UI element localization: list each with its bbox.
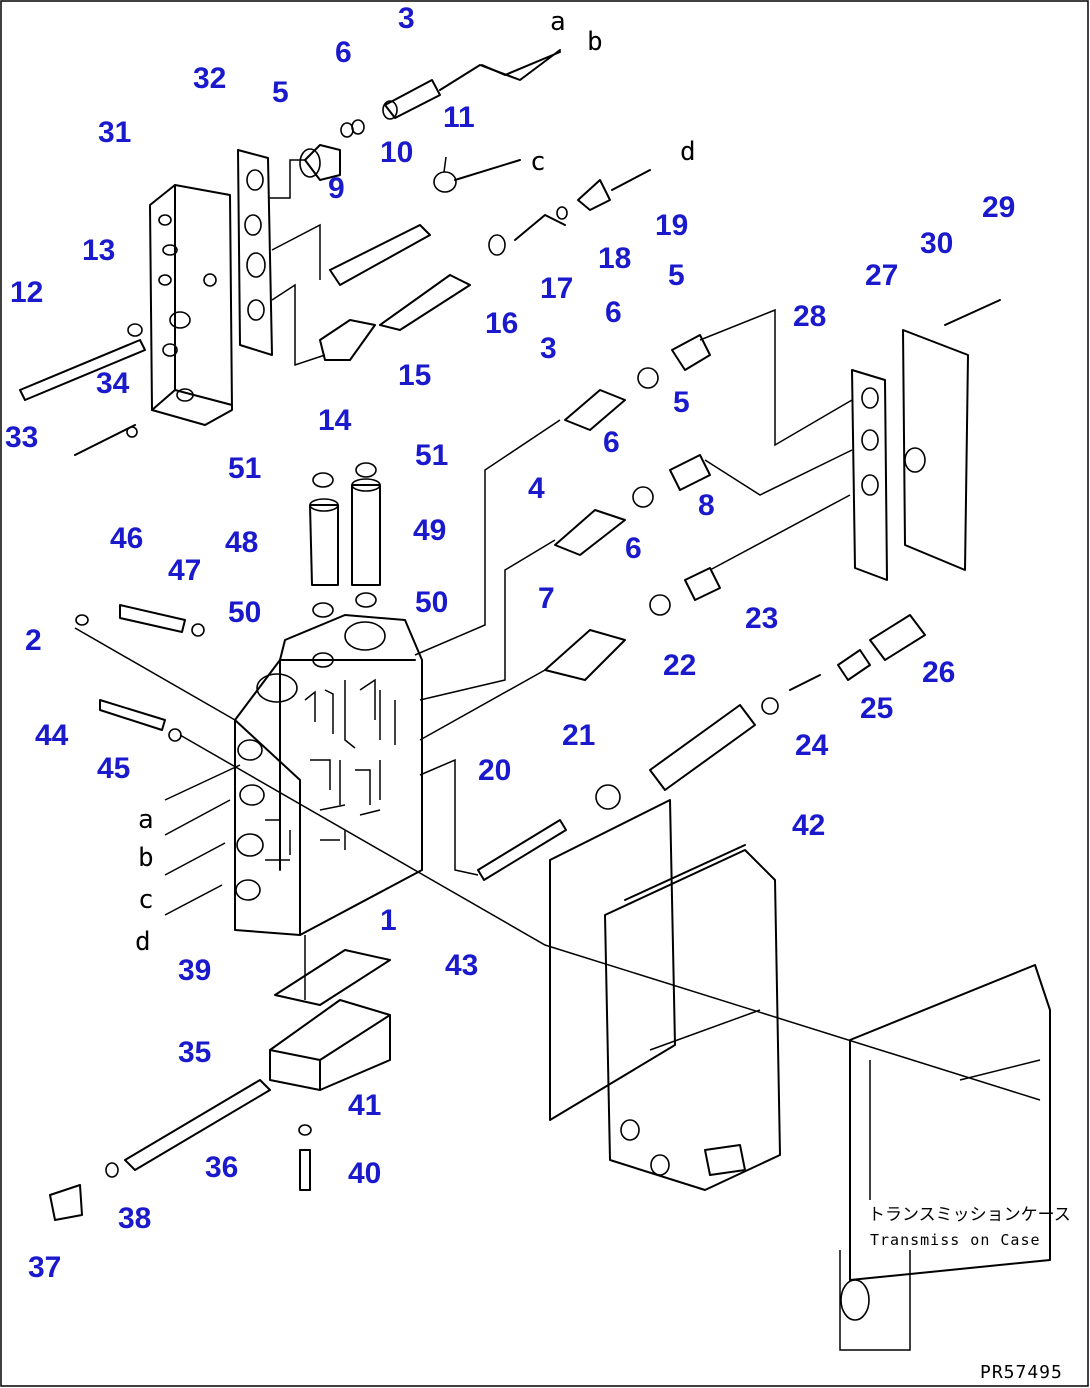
callout-11: 11 [443,101,475,134]
callout-21: 21 [562,719,595,752]
callout-46: 46 [110,522,143,555]
callout-13: 13 [82,234,115,267]
callout-48: 48 [225,526,258,559]
callout-2: 2 [25,624,42,657]
callout-5c: 5 [673,386,690,419]
callout-8: 8 [698,489,715,522]
callout-39: 39 [178,954,211,987]
callout-42: 42 [792,809,825,842]
callout-50b: 50 [415,586,448,619]
case-label-japanese: トランスミッションケース [868,1205,1071,1225]
port-label-left-b: b [138,843,154,873]
callout-24: 24 [795,729,829,762]
callout-6a: 6 [335,36,352,69]
callout-3a: 3 [398,2,415,35]
callout-23: 23 [745,602,778,635]
callout-47: 47 [168,554,201,587]
gasket-32 [237,149,273,356]
spool-group-lower [477,614,926,881]
callout-40: 40 [348,1157,381,1190]
plates-42-43 [549,799,781,1191]
port-label-top-b: b [587,27,603,57]
end-cover [149,184,233,426]
callout-6c: 6 [603,426,620,459]
callout-17: 17 [540,272,573,305]
callout-45: 45 [97,752,130,785]
callout-49: 49 [413,514,446,547]
port-label-top-d: d [680,137,696,167]
transmission-case [839,964,1051,1351]
callout-12: 12 [10,276,43,309]
callout-6d: 6 [625,532,642,565]
callout-35: 35 [178,1036,211,1069]
callout-7: 7 [538,582,555,615]
callout-14: 14 [318,404,352,437]
callout-3b: 3 [540,332,557,365]
callout-4: 4 [528,472,545,505]
callout-30: 30 [920,227,953,260]
callout-20: 20 [478,754,511,787]
callout-19: 19 [655,209,688,242]
lower-block [49,935,391,1221]
callout-44: 44 [35,719,69,752]
callout-6b: 6 [605,296,622,329]
plugs [309,462,381,618]
bolts [19,323,205,742]
callout-25: 25 [860,692,893,725]
callout-9: 9 [328,172,345,205]
callout-31: 31 [98,116,131,149]
callout-10: 10 [380,136,413,169]
callout-15: 15 [398,359,431,392]
callout-18: 18 [598,242,631,275]
callout-37: 37 [28,1251,61,1284]
callout-32: 32 [193,62,226,95]
callout-27: 27 [865,259,898,292]
callout-33: 33 [5,421,38,454]
spool-group-middle [544,334,721,681]
callout-43: 43 [445,949,478,982]
callout-38: 38 [118,1202,151,1235]
case-label-english: Transmiss on Case [870,1231,1041,1249]
callout-50a: 50 [228,596,261,629]
port-label-top-a: a [550,7,566,37]
callout-22: 22 [663,649,696,682]
callout-51a: 51 [228,452,261,485]
drawing-code: PR57495 [980,1362,1063,1383]
valve-body [234,614,423,936]
callout-5b: 5 [668,259,685,292]
callout-36: 36 [205,1151,238,1184]
port-label-top-c: c [530,147,546,177]
callout-26: 26 [922,656,955,689]
callout-28: 28 [793,300,826,333]
port-label-left-d: d [135,927,151,957]
plate-27-28 [851,299,1001,581]
callout-34: 34 [96,367,130,400]
callout-1: 1 [380,904,397,937]
callout-51b: 51 [415,439,448,472]
callout-41: 41 [348,1089,381,1122]
port-label-left-c: c [138,885,154,915]
leader-lines [74,159,1041,1101]
callout-16: 16 [485,307,518,340]
spool-group-top [299,49,651,361]
callout-5a: 5 [272,76,289,109]
left-port-arrows [164,764,241,916]
port-label-left-a: a [138,805,154,835]
callout-29: 29 [982,191,1015,224]
